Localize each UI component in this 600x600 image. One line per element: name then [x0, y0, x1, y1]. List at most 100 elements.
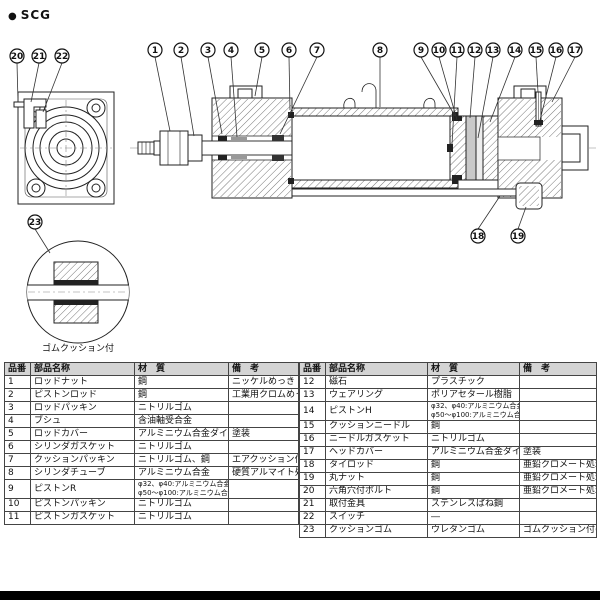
cell-name: クッションニードル	[325, 419, 428, 434]
table-row: 5ロッドカバーアルミニウム合金ダイカスト塗装	[4, 427, 299, 441]
cell-name: ヘッドカバー	[325, 445, 428, 460]
svg-text:17: 17	[569, 46, 582, 56]
cell-material: 鋼	[427, 484, 520, 499]
callout-3: 3	[200, 42, 216, 58]
table-row: 8シリンダチューブアルミニウム合金硬質アルマイト処理	[4, 466, 299, 480]
cell-no: 11	[4, 510, 31, 525]
cell-name: ロッドカバー	[30, 427, 135, 441]
cell-note	[228, 440, 299, 454]
cell-note	[228, 497, 299, 512]
cell-name: シリンダガスケット	[30, 440, 135, 454]
series-title: ●SCG	[8, 8, 51, 22]
cell-note	[519, 388, 597, 402]
cell-no: 12	[299, 375, 326, 389]
callout-8: 8	[372, 42, 388, 58]
cylinder-diagram: ゴムクッション付 1 2 3 4 5 6 7 8 9 10 11 12 13	[9, 42, 596, 354]
svg-text:16: 16	[550, 46, 563, 56]
cell-name: ロッドパッキン	[30, 401, 135, 415]
svg-text:9: 9	[418, 46, 424, 56]
svg-text:3: 3	[205, 46, 211, 56]
callout-15: 15	[528, 42, 544, 58]
cell-note: 亜鉛クロメート処理	[519, 484, 597, 499]
cell-no: 22	[299, 510, 326, 525]
cell-material: 鋼	[427, 419, 520, 434]
cell-name: 六角穴付ボルト	[325, 484, 428, 499]
bullet-icon: ●	[8, 11, 18, 22]
table-header-row: 品番 部品名称 材 質 備 考	[4, 362, 299, 376]
cell-no: 5	[4, 427, 31, 441]
cell-no: 23	[299, 523, 326, 538]
table-row: 9ピストンRφ32、φ40:アルミニウム合金φ50〜φ100:アルミニウム合金ダ…	[4, 479, 299, 499]
cell-material: 鋼	[427, 471, 520, 486]
svg-text:20: 20	[11, 52, 24, 62]
cell-no: 7	[4, 453, 31, 467]
svg-text:21: 21	[33, 52, 46, 62]
cell-name: ピストンR	[30, 479, 135, 499]
cell-note: ゴムクッション付のみ	[519, 523, 597, 538]
cell-name: タイロッド	[325, 458, 428, 473]
svg-text:1: 1	[152, 46, 158, 56]
callout-11: 11	[449, 42, 465, 58]
svg-text:7: 7	[314, 46, 320, 56]
cell-name: ブシュ	[30, 414, 135, 428]
svg-text:15: 15	[530, 46, 543, 56]
svg-text:14: 14	[509, 46, 522, 56]
cell-note: 硬質アルマイト処理	[228, 466, 299, 480]
svg-text:22: 22	[56, 52, 69, 62]
cell-no: 4	[4, 414, 31, 428]
cell-name: 取付金具	[325, 497, 428, 512]
cell-note: 塗装	[519, 445, 597, 460]
cell-note: ニッケルめっき	[228, 375, 299, 389]
cell-name: ピストンH	[325, 401, 428, 421]
cell-note: 亜鉛クロメート処理	[519, 458, 597, 473]
cell-note: 工業用クロムめっき	[228, 388, 299, 402]
cell-no: 18	[299, 458, 326, 473]
table-header-row: 品番 部品名称 材 質 備 考	[299, 362, 597, 376]
cell-name: ウェアリング	[325, 388, 428, 402]
cell-material: アルミニウム合金ダイカスト	[134, 427, 229, 441]
cell-note	[519, 401, 597, 421]
cell-no: 13	[299, 388, 326, 402]
cell-material: ニトリルゴム、鋼	[134, 453, 229, 467]
cell-no: 6	[4, 440, 31, 454]
cell-material: アルミニウム合金ダイカスト	[427, 445, 520, 460]
cell-no: 20	[299, 484, 326, 499]
callout-21: 21	[31, 48, 47, 64]
svg-text:5: 5	[259, 46, 265, 56]
cell-note	[519, 497, 597, 512]
svg-text:12: 12	[469, 46, 482, 56]
cell-no: 16	[299, 432, 326, 447]
cell-name: スイッチ	[325, 510, 428, 525]
cell-note: 塗装	[228, 427, 299, 441]
svg-text:2: 2	[178, 46, 184, 56]
table-row: 2ピストンロッド鋼工業用クロムめっき	[4, 388, 299, 402]
cell-name: クッションゴム	[325, 523, 428, 538]
callout-19: 19	[510, 228, 526, 244]
col-header-no: 品番	[299, 362, 326, 376]
svg-text:11: 11	[451, 46, 464, 56]
cell-name: 丸ナット	[325, 471, 428, 486]
cell-name: シリンダチューブ	[30, 466, 135, 480]
cell-material: ニトリルゴム	[134, 510, 229, 525]
callout-18: 18	[470, 228, 486, 244]
cell-material: ステンレスばね鋼	[427, 497, 520, 512]
cell-note	[228, 401, 299, 415]
cell-material: 鋼	[427, 458, 520, 473]
series-label: SCG	[20, 8, 52, 22]
cell-no: 9	[4, 479, 31, 499]
